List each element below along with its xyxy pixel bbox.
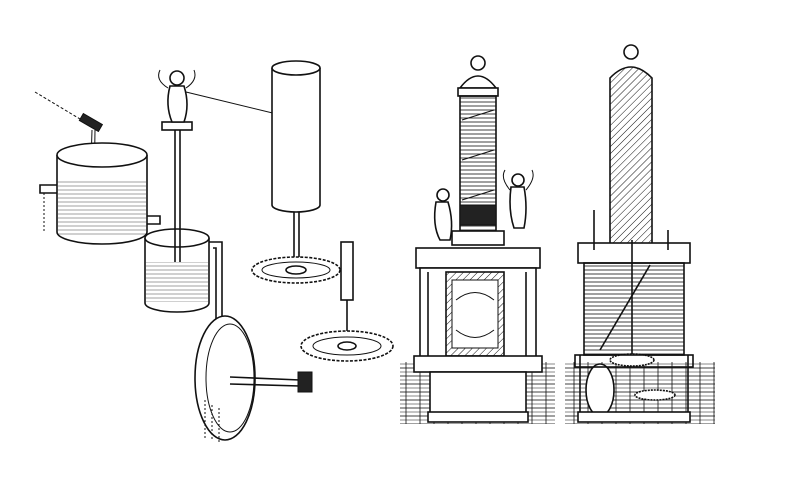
float-rod-with-figure [158,69,286,262]
pointer-rod [185,91,286,117]
water-wheel [194,315,313,442]
cupid-figure-head [169,70,185,86]
hour-cylinder [271,60,321,268]
finial [470,55,486,71]
column-section [609,66,653,246]
clock-cutaway-view [565,44,715,424]
cutaway-water-wheel [585,363,615,417]
clock-exterior-view [400,55,555,424]
left-cupid-figure [433,188,453,241]
interior-mechanism [583,262,685,356]
float-vessel [144,228,223,330]
right-cupid-figure [502,169,534,229]
mechanism-diagram [34,60,394,442]
upper-tank [39,142,161,245]
cylinder-gear [251,256,341,284]
pinion [297,371,313,393]
lower-gear-assembly [300,241,394,362]
